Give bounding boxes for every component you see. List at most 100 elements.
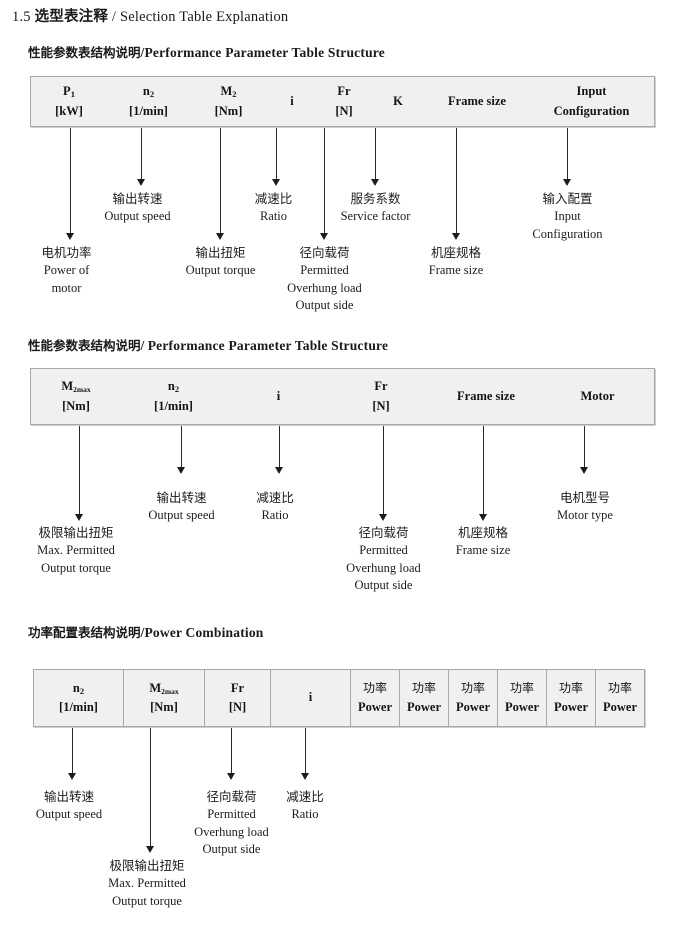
table3-col-power-3-en: Power	[455, 699, 490, 714]
table1-col-fr: Fr [N]	[317, 77, 371, 126]
table3-col-power-2-cn: 功率	[411, 681, 436, 696]
table1-col-p1-unit: [kW]	[55, 103, 83, 118]
table3-col-power-6-cn: 功率	[607, 681, 632, 696]
table2-col-n2-unit: [1/min]	[154, 398, 193, 413]
note-service-factor-cn: 服务系数	[350, 191, 401, 206]
table3-col-power-1: 功率 Power	[350, 670, 399, 726]
table3-col-power-5-cn: 功率	[558, 681, 583, 696]
table2-col-n2-symbol: n	[167, 379, 175, 394]
note-ratio-2-cn: 减速比	[256, 490, 294, 505]
note-permitted-overhung-load-1: 径向载荷 Permitted Overhung load Output side	[268, 244, 381, 315]
table2-col-i: i	[226, 369, 331, 424]
table3-col-power-6: 功率 Power	[595, 670, 644, 726]
table3-col-i: i	[270, 670, 350, 726]
note-max-torque-2-en-2: Output torque	[41, 560, 111, 575]
note-ratio-3: 减速比 Ratio	[273, 788, 337, 824]
note-output-speed-2-cn: 输出转速	[156, 490, 207, 505]
note-ratio-2: 减速比 Ratio	[243, 489, 307, 525]
table1-col-m2-symbol: M	[220, 84, 233, 99]
arrow-to-output-speed-3	[68, 728, 77, 780]
table3-col-m2max-symbol: M	[149, 680, 162, 695]
table3-col-power-3: 功率 Power	[448, 670, 497, 726]
note-output-speed-1-cn: 输出转速	[112, 191, 163, 206]
note-max-torque-3-cn: 极限输出扭矩	[109, 858, 185, 873]
note-ohl-3-en-2: Overhung load	[194, 824, 269, 839]
section-heading-3-sep: /	[140, 625, 145, 640]
table3-col-fr: Fr [N]	[204, 670, 270, 726]
table1-col-frame-size: Frame size	[425, 77, 529, 126]
note-service-factor-en: Service factor	[340, 208, 411, 223]
table1-col-n2: n2 [1/min]	[107, 77, 190, 126]
section-heading-1-en: Performance Parameter Table Structure	[144, 45, 385, 60]
note-max-torque-3-en-1: Max. Permitted	[108, 875, 186, 890]
note-input-configuration-en-2: Configuration	[532, 226, 603, 241]
arrow-to-output-torque	[216, 128, 225, 240]
section-heading-2: 性能参数表结构说明/ Performance Parameter Table S…	[28, 335, 388, 354]
note-output-torque-en: Output torque	[185, 262, 256, 277]
table1-col-n2-unit: [1/min]	[129, 103, 168, 118]
table1-col-i: i	[267, 77, 317, 126]
note-ratio-1: 减速比 Ratio	[236, 190, 311, 226]
arrow-to-input-configuration	[563, 128, 572, 186]
note-output-speed-1: 输出转速 Output speed	[82, 190, 193, 226]
note-input-configuration-cn: 输入配置	[542, 191, 593, 206]
table1-col-n2-subscript: 2	[149, 89, 155, 100]
arrow-to-ratio	[272, 128, 281, 186]
note-ratio-1-en: Ratio	[259, 208, 288, 223]
note-ohl-3-en-1: Permitted	[207, 806, 256, 821]
table2-col-frame-size-label: Frame size	[457, 388, 515, 403]
table1-col-k-symbol: K	[393, 93, 403, 108]
note-output-speed-2-en: Output speed	[148, 507, 215, 522]
note-ratio-1-cn: 减速比	[254, 191, 293, 206]
table1-col-p1-symbol: P	[63, 84, 71, 99]
note-ohl-2-en-1: Permitted	[359, 542, 408, 557]
table1-col-m2-unit: [Nm]	[214, 103, 243, 118]
arrow-to-permitted-overhung-load-2	[379, 426, 388, 521]
note-frame-size-2-cn: 机座规格	[457, 525, 508, 540]
table3-col-n2-symbol: n	[72, 680, 80, 695]
table3-col-power-5: 功率 Power	[546, 670, 595, 726]
note-output-speed-3-en: Output speed	[35, 806, 103, 821]
section-heading-3: 功率配置表结构说明/Power Combination	[28, 622, 264, 641]
note-max-torque-3-en-2: Output torque	[112, 893, 182, 908]
table3-col-n2: n2 [1/min]	[34, 670, 123, 726]
performance-parameter-table-1: P1 [kW] n2 [1/min] M2 [Nm] i Fr [N] K Fr…	[30, 76, 655, 127]
note-motor-type-en: Motor type	[557, 507, 613, 522]
note-ohl-3-cn: 径向载荷	[206, 789, 257, 804]
note-max-permitted-output-torque-3: 极限输出扭矩 Max. Permitted Output torque	[91, 857, 203, 910]
note-max-torque-2-en-1: Max. Permitted	[37, 542, 115, 557]
note-power-of-motor: 电机功率 Power of motor	[10, 244, 123, 297]
table2-col-motor: Motor	[541, 369, 654, 424]
note-power-of-motor-cn: 电机功率	[41, 245, 92, 260]
section-heading-2-sep: /	[140, 338, 145, 353]
page-title: 1.5 选型表注释 / Selection Table Explanation	[12, 5, 288, 26]
arrow-to-output-speed-2	[177, 426, 186, 474]
table1-col-input-configuration: Input Configuration	[529, 77, 654, 126]
note-power-of-motor-en-1: Power of	[43, 262, 90, 277]
table1-col-configuration-label: Configuration	[553, 103, 630, 118]
table2-col-fr: Fr [N]	[331, 369, 431, 424]
note-frame-size-2: 机座规格 Frame size	[428, 524, 538, 560]
table3-col-power-4-en: Power	[504, 699, 539, 714]
note-permitted-overhung-load-3: 径向载荷 Permitted Overhung load Output side	[175, 788, 288, 859]
section-number: 1.5	[12, 9, 31, 25]
note-power-of-motor-en-2: motor	[51, 280, 82, 295]
note-ohl-2-en-2: Overhung load	[346, 560, 421, 575]
section-heading-2-en: Performance Parameter Table Structure	[147, 338, 389, 353]
table1-col-input-label: Input	[576, 84, 607, 99]
note-motor-type-cn: 电机型号	[559, 490, 610, 505]
table3-col-n2-unit: [1/min]	[59, 700, 98, 714]
table1-col-n2-symbol: n	[142, 84, 150, 99]
arrow-to-service-factor	[371, 128, 380, 186]
section-heading-1-sep: /	[140, 45, 145, 60]
section-heading-3-cn: 功率配置表结构说明	[28, 625, 141, 640]
note-ohl-1-en-2: Overhung load	[287, 280, 362, 295]
table1-col-m2: M2 [Nm]	[190, 77, 267, 126]
arrow-to-power-of-motor	[66, 128, 75, 240]
note-ratio-2-en: Ratio	[261, 507, 289, 522]
table1-col-m2-subscript: 2	[232, 89, 237, 100]
arrow-to-frame-size	[452, 128, 461, 240]
table1-col-fr-symbol: Fr	[337, 84, 351, 99]
arrow-to-max-permitted-output-torque-2	[75, 426, 84, 521]
arrow-to-frame-size-2	[479, 426, 488, 521]
